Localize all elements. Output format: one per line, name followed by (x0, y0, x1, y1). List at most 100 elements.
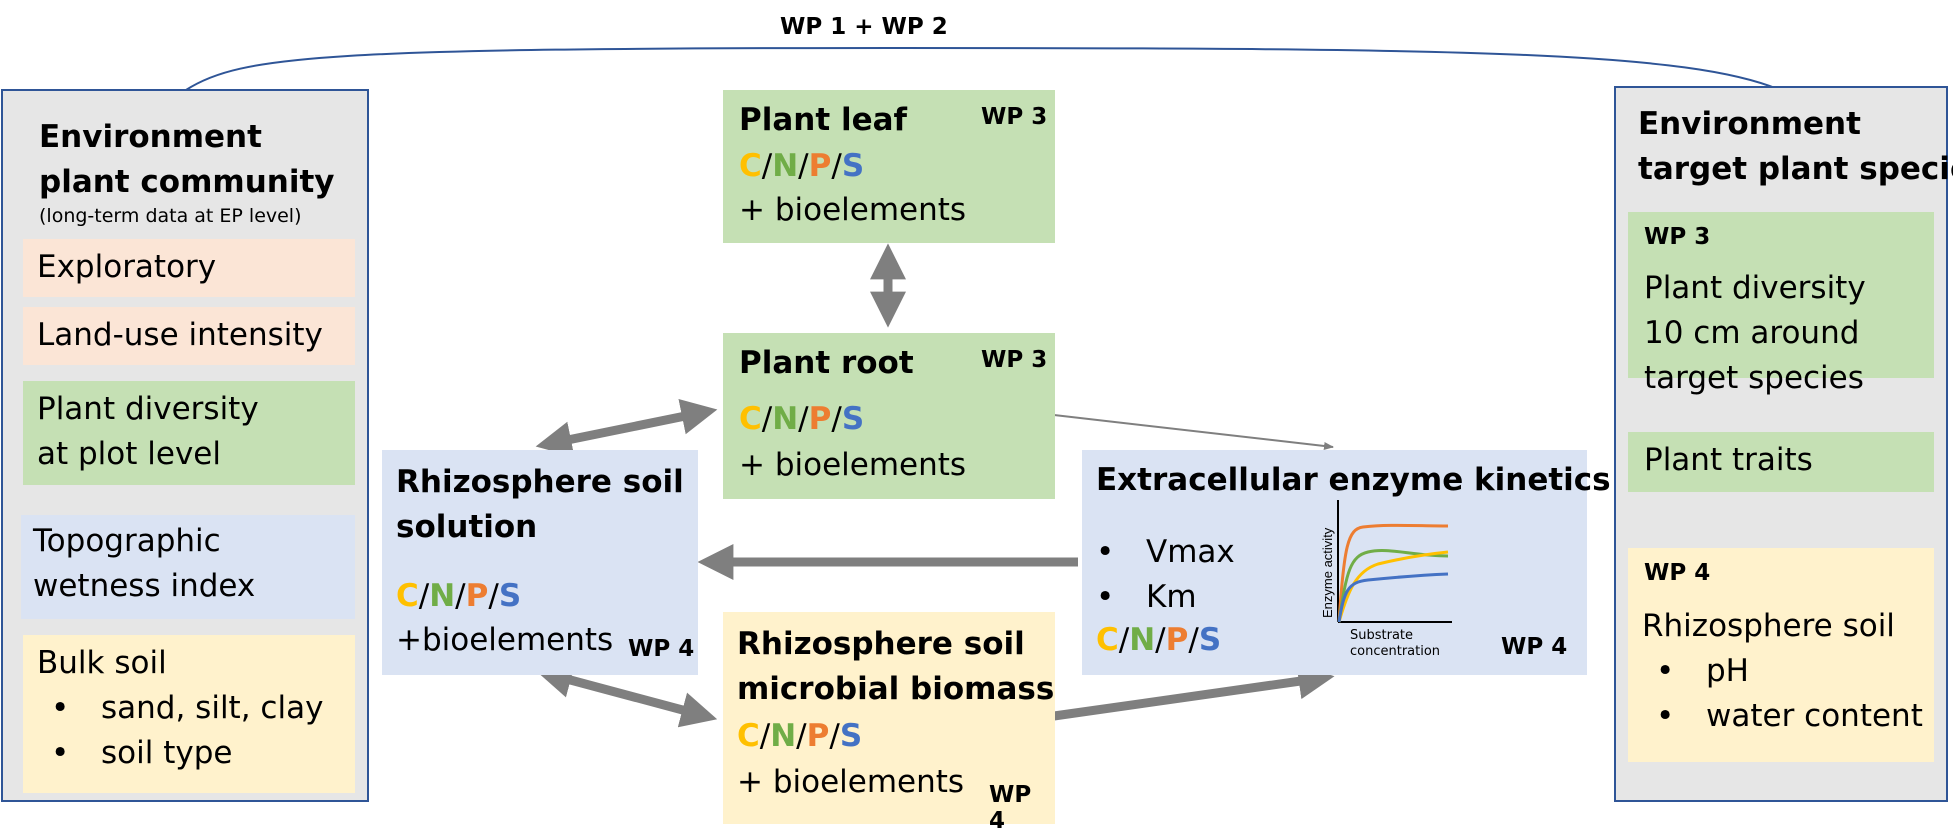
target-rhizosphere-item: water content (1642, 694, 1932, 739)
plant-traits-label: Plant traits (1644, 442, 1813, 478)
cnps-c: C (1096, 622, 1119, 658)
microbial-biomass-box: Rhizosphere soil microbial biomass C/N/P… (723, 612, 1055, 834)
cnps-sep: / (798, 148, 809, 184)
target-rhizosphere-item: pH (1642, 649, 1932, 694)
cnps-c: C (396, 578, 419, 614)
cnps-sep: / (761, 148, 773, 184)
cnps-s: S (839, 718, 863, 754)
plant-root-cnps: C/N/P/S (739, 397, 864, 442)
bulk-soil-title: Bulk soil (37, 645, 167, 681)
plot-diversity-box: Plant diversity at plot level (23, 381, 355, 485)
plant-root-title: Plant root (739, 345, 914, 381)
land-use-box: Land-use intensity (23, 307, 355, 365)
curve-orange (1337, 523, 1449, 623)
plant-leaf-title: Plant leaf (739, 102, 908, 138)
curve-green (1337, 548, 1449, 623)
enzyme-kinetics-title: Extracellular enzyme kinetics (1096, 462, 1611, 498)
land-use-label: Land-use intensity (37, 317, 323, 353)
target-diversity-box: WP 3 Plant diversity 10 cm around target… (1628, 212, 1934, 396)
plant-leaf-box: Plant leaf WP 3 C/N/P/S + bioelements (723, 90, 1055, 243)
target-rhizosphere-text: Rhizosphere soil pH water content (1642, 604, 1932, 739)
twi-box: Topographic wetness index (21, 515, 355, 619)
soil-solution-cnps: C/N/P/S (396, 574, 521, 619)
twi-line2: wetness index (33, 568, 256, 604)
cnps-s: S (841, 401, 865, 437)
microbial-biomass-title-line2: microbial biomass (737, 671, 1055, 707)
microbial-biomass-bioelements: + bioelements (737, 764, 965, 800)
cnps-n: N (770, 718, 797, 754)
arrow-root-solution (535, 399, 718, 457)
chart-x-label-line2: concentration (1350, 644, 1441, 659)
target-rhizosphere-wp: WP 4 (1644, 560, 1711, 586)
target-diversity-wp: WP 3 (1644, 224, 1711, 250)
target-rhizosphere-title: Rhizosphere soil (1642, 608, 1895, 644)
target-diversity-line1: Plant diversity (1644, 270, 1866, 306)
cnps-sep: / (455, 578, 466, 614)
cnps-n: N (772, 401, 799, 437)
top-wp-label: WP 1 + WP 2 (780, 14, 948, 40)
right-panel-title: Environment target plant species (1638, 102, 1953, 192)
chart-x-label: Substrate concentration (1350, 628, 1440, 660)
target-diversity-line2: 10 cm around (1644, 315, 1860, 351)
left-title-line2: plant community (39, 164, 335, 200)
cnps-p: P (806, 718, 830, 754)
plant-leaf-cnps: C/N/P/S (739, 144, 864, 189)
cnps-sep: / (1118, 622, 1130, 658)
plant-leaf-wp: WP 3 (981, 104, 1048, 130)
cnps-c: C (739, 401, 762, 437)
wp-link-arc (185, 46, 1781, 91)
soil-solution-title-line2: solution (396, 509, 538, 545)
bulk-soil-item: soil type (37, 731, 341, 776)
curve-yellow (1337, 550, 1449, 623)
cnps-p: P (808, 148, 832, 184)
enzyme-kinetics-list: Vmax Km (1082, 530, 1322, 620)
soil-solution-bioelements: +bioelements (396, 622, 614, 658)
cnps-sep: / (761, 401, 773, 437)
left-panel-subtitle: (long-term data at EP level) (39, 205, 302, 227)
cnps-n: N (1129, 622, 1156, 658)
soil-solution-title: Rhizosphere soil solution (396, 460, 696, 550)
enzyme-kinetics-cnps: C/N/P/S (1096, 618, 1221, 663)
enzyme-kinetics-item: Vmax (1082, 530, 1322, 575)
enzyme-kinetics-box: Extracellular enzyme kinetics Vmax Km C/… (1082, 450, 1611, 675)
microbial-biomass-title: Rhizosphere soil microbial biomass (737, 622, 1055, 712)
twi-line1: Topographic (33, 523, 221, 559)
arrow-root-enzyme (1053, 414, 1334, 450)
plant-root-box: Plant root WP 3 C/N/P/S + bioelements (723, 333, 1055, 499)
enzyme-kinetics-wp: WP 4 (1501, 634, 1568, 660)
curve-blue (1337, 572, 1449, 623)
left-panel-title: Environment plant community (39, 115, 369, 205)
plant-traits-box: Plant traits (1628, 432, 1934, 492)
right-title-line1: Environment (1638, 106, 1861, 142)
cnps-c: C (739, 148, 762, 184)
cnps-sep: / (829, 718, 840, 754)
exploratory-box: Exploratory (23, 239, 355, 297)
cnps-p: P (465, 578, 489, 614)
left-title-line1: Environment (39, 119, 262, 155)
soil-solution-wp: WP 4 (628, 636, 695, 662)
plot-diversity-line2: at plot level (37, 436, 221, 472)
soil-solution-box: Rhizosphere soil solution C/N/P/S +bioel… (382, 450, 698, 675)
right-environment-panel: Environment target plant species WP 3 Pl… (1614, 86, 1953, 802)
left-environment-panel: Environment plant community (long-term d… (1, 89, 369, 802)
microbial-biomass-title-line1: Rhizosphere soil (737, 626, 1025, 662)
cnps-sep: / (759, 718, 771, 754)
chart-x-label-line1: Substrate (1350, 628, 1414, 643)
cnps-c: C (737, 718, 760, 754)
plant-leaf-bioelements: + bioelements (739, 192, 967, 228)
target-diversity-line3: target species (1644, 360, 1864, 396)
cnps-sep: / (798, 401, 809, 437)
arrow-solution-biomass (535, 662, 718, 728)
exploratory-label: Exploratory (37, 249, 217, 285)
saturation-curve-chart: Enzyme activity (1320, 500, 1452, 623)
right-title-line2: target plant species (1638, 151, 1953, 187)
cnps-sep: / (796, 718, 807, 754)
cnps-p: P (808, 401, 832, 437)
cnps-s: S (1198, 622, 1222, 658)
target-rhizosphere-box: WP 4 Rhizosphere soil pH water content (1628, 548, 1934, 762)
cnps-sep: / (831, 148, 842, 184)
cnps-sep: / (1188, 622, 1199, 658)
cnps-s: S (841, 148, 865, 184)
microbial-biomass-cnps: C/N/P/S (737, 714, 862, 759)
